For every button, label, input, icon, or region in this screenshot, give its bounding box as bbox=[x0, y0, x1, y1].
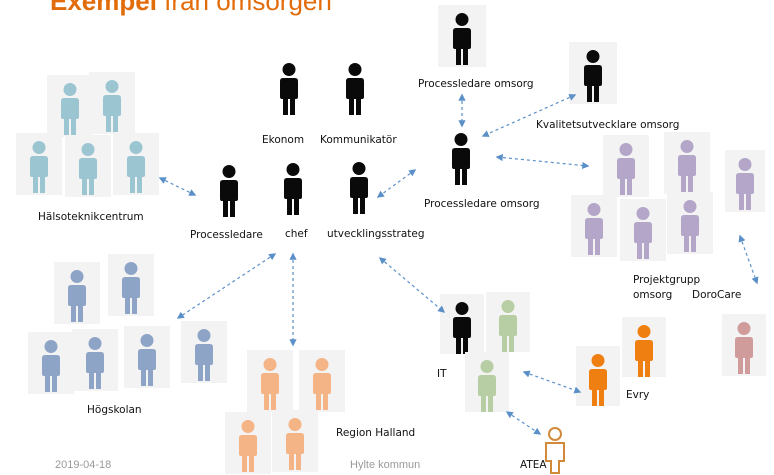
ekonom-figure bbox=[280, 63, 298, 115]
hogskolan-person-1 bbox=[54, 262, 100, 324]
dorocare-figure bbox=[725, 150, 765, 212]
region-person-4 bbox=[272, 410, 318, 472]
label-processledare-omsorg-mid: Processledare omsorg bbox=[424, 198, 540, 210]
halsoteknik-person-1 bbox=[47, 75, 93, 137]
halsoteknik-person-5 bbox=[113, 133, 159, 195]
label-evry: Evry bbox=[626, 389, 650, 401]
hogskolan-person-2 bbox=[108, 254, 154, 316]
arrow-to-halsoteknik bbox=[158, 177, 197, 196]
hogskolan-person-5 bbox=[124, 326, 170, 388]
projektgrupp-person-4 bbox=[620, 199, 666, 261]
processledare-omsorg-mid-figure bbox=[452, 133, 470, 185]
label-ekonom: Ekonom bbox=[262, 134, 305, 146]
label-chef: chef bbox=[285, 228, 308, 240]
processledare-omsorg-top-figure bbox=[438, 5, 486, 67]
label-processledare: Processledare bbox=[190, 229, 263, 241]
arrow-to-dorocare bbox=[738, 234, 759, 285]
it-figure bbox=[440, 294, 484, 354]
label-dorocare: DoroCare bbox=[692, 289, 742, 301]
halsoteknik-person-4 bbox=[65, 135, 111, 197]
label-processledare-omsorg-top: Processledare omsorg bbox=[418, 78, 534, 90]
projektgrupp-person-5 bbox=[667, 192, 713, 254]
arrow-kvalitet bbox=[481, 94, 577, 137]
evry-person-2 bbox=[576, 346, 620, 406]
region-person-2 bbox=[299, 350, 345, 412]
arrow-utveckling-processledare bbox=[376, 169, 417, 198]
region-person-3 bbox=[225, 412, 271, 474]
label-atea: ATEA bbox=[520, 459, 547, 471]
utvecklingsstrateg-figure bbox=[350, 162, 368, 214]
arrow-to-projektgrupp bbox=[495, 153, 590, 170]
hogskolan-person-4 bbox=[72, 329, 118, 391]
label-hogskolan: Högskolan bbox=[87, 404, 142, 416]
title-rest: från omsorgen bbox=[164, 0, 332, 16]
dorocare-rose-figure bbox=[722, 314, 766, 376]
label-kvalitetsutvecklare: Kvalitetsutvecklare omsorg bbox=[536, 119, 680, 131]
projektgrupp-person-1 bbox=[603, 135, 649, 197]
region-person-1 bbox=[247, 350, 293, 412]
it-green-person-2 bbox=[465, 352, 509, 412]
label-projektgrupp-omsorg: omsorg bbox=[633, 289, 673, 301]
label-utvecklingsstrateg: utvecklingsstrateg bbox=[327, 228, 425, 240]
evry-person-1 bbox=[622, 317, 666, 377]
label-region-halland: Region Halland bbox=[336, 427, 416, 439]
halsoteknik-person-3 bbox=[16, 133, 62, 195]
title-highlight: Exempel bbox=[50, 0, 157, 16]
hogskolan-person-3 bbox=[28, 332, 74, 394]
arrow-to-hogskolan bbox=[176, 253, 277, 319]
hogskolan-person-6 bbox=[181, 321, 227, 383]
halsoteknik-person-2 bbox=[89, 72, 135, 134]
projektgrupp-person-3 bbox=[571, 195, 617, 257]
arrow-to-it bbox=[378, 257, 446, 313]
footer-date: 2019-04-18 bbox=[55, 459, 112, 471]
footer-org: Hylte kommun bbox=[350, 459, 421, 471]
projektgrupp-person-2 bbox=[664, 132, 710, 194]
label-halsoteknikcentrum: Hälsoteknikcentrum bbox=[38, 211, 144, 223]
label-projektgrupp: Projektgrupp bbox=[633, 274, 701, 286]
kvalitetsutvecklare-figure bbox=[569, 42, 617, 104]
chef-figure bbox=[284, 163, 302, 215]
label-it: IT bbox=[437, 368, 447, 380]
it-green-person-1 bbox=[486, 292, 530, 352]
kommunikator-figure bbox=[346, 63, 364, 115]
atea-figure bbox=[545, 427, 565, 474]
slide-title: Exempel från omsorgen bbox=[50, 0, 332, 17]
processledare-figure bbox=[220, 165, 238, 217]
arrow-to-atea bbox=[505, 411, 542, 435]
label-kommunikator: Kommunikatör bbox=[320, 134, 397, 146]
arrow-to-evry bbox=[522, 370, 582, 394]
